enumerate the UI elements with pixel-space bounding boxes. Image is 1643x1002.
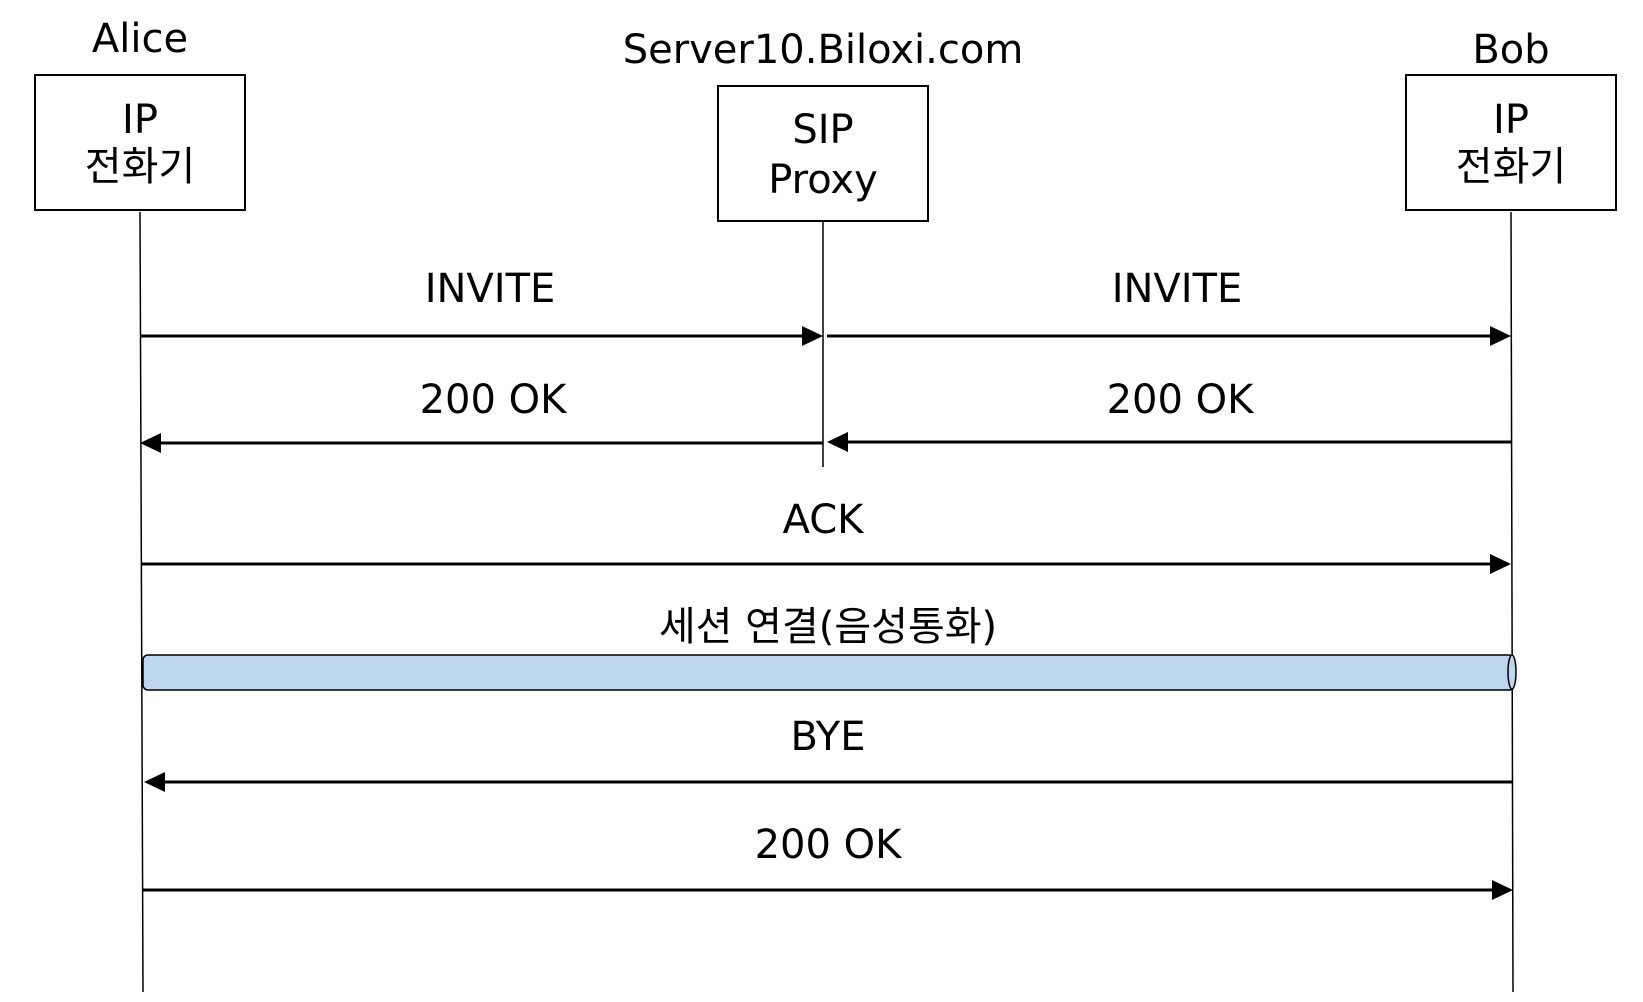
ok-label-3: 200 OK xyxy=(755,822,904,868)
session-bar xyxy=(142,654,1515,691)
alice-box xyxy=(34,74,246,211)
server-box-line1: SIP xyxy=(792,107,853,153)
message-invite-alice-to-proxy: INVITE xyxy=(141,266,823,346)
bye-arrowhead xyxy=(144,772,165,792)
participant-server: Server10.Biloxi.com SIP Proxy xyxy=(623,27,1024,222)
session-label: 세션 연결(음성통화) xyxy=(659,604,997,650)
bye-label: BYE xyxy=(791,714,866,760)
message-ok-bob-to-proxy: 200 OK xyxy=(827,377,1511,452)
alice-lifeline xyxy=(139,211,144,993)
participant-bob: Bob IP 전화기 xyxy=(1405,27,1617,211)
bob-name: Bob xyxy=(1472,27,1549,73)
participant-alice: Alice IP 전화기 xyxy=(34,16,246,211)
invite-label-2: INVITE xyxy=(1112,266,1243,312)
session-bar-cap xyxy=(1507,654,1517,690)
alice-name: Alice xyxy=(92,16,188,62)
ack-arrowhead xyxy=(1490,554,1511,574)
alice-box-line1: IP xyxy=(122,97,158,143)
ok-arrowhead-1 xyxy=(140,433,161,453)
ok-arrowhead-2 xyxy=(827,432,848,452)
session-connection: 세션 연결(음성통화) xyxy=(142,604,1517,691)
bob-lifeline xyxy=(1510,211,1514,993)
invite-label-1: INVITE xyxy=(425,266,556,312)
message-invite-proxy-to-bob: INVITE xyxy=(827,266,1511,346)
ok-label-2: 200 OK xyxy=(1107,377,1256,423)
invite-arrowhead-1 xyxy=(802,326,823,346)
message-ok-proxy-to-alice: 200 OK xyxy=(140,377,823,453)
ok-label-1: 200 OK xyxy=(420,377,569,423)
message-ack-alice-to-bob: ACK xyxy=(141,497,1511,574)
alice-box-line2: 전화기 xyxy=(85,144,195,190)
server-box xyxy=(717,85,929,222)
message-ok-alice-to-bob: 200 OK xyxy=(143,822,1513,900)
message-bye-bob-to-alice: BYE xyxy=(144,714,1513,792)
invite-arrowhead-2 xyxy=(1490,326,1511,346)
ack-label: ACK xyxy=(783,497,866,543)
bob-box xyxy=(1405,74,1617,211)
bob-box-line1: IP xyxy=(1493,97,1529,143)
server-name: Server10.Biloxi.com xyxy=(623,27,1024,73)
ok-arrowhead-3 xyxy=(1492,880,1513,900)
bob-box-line2: 전화기 xyxy=(1456,144,1566,190)
server-box-line2: Proxy xyxy=(768,157,878,203)
